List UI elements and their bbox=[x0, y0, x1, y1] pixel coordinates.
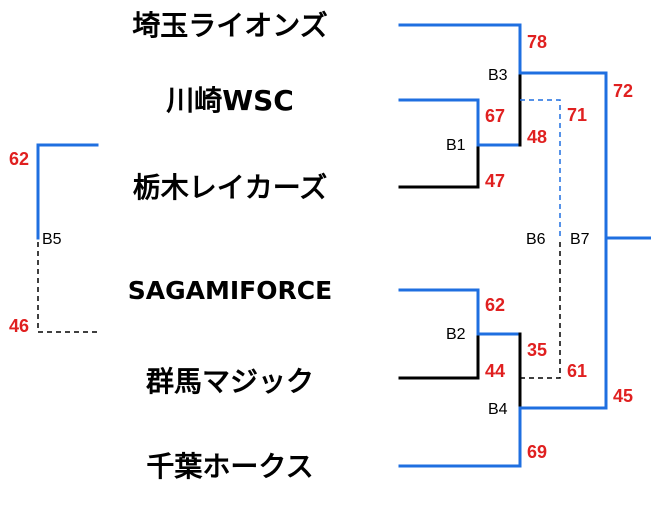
score-b3-saitama: 78 bbox=[527, 32, 548, 52]
score-b6-bottom: 61 bbox=[567, 361, 588, 381]
score-b6-top: 71 bbox=[567, 105, 588, 125]
score-b1-tochigi: 47 bbox=[485, 171, 506, 191]
node-label-b7: B7 bbox=[570, 231, 590, 249]
team-tochigi: 栃木レイカーズ bbox=[132, 171, 328, 204]
score-b1-kawasaki: 67 bbox=[485, 106, 506, 126]
b2-line-gunma bbox=[398, 332, 480, 380]
score-b2-sagami: 62 bbox=[485, 295, 506, 315]
b6-line-bottom bbox=[520, 238, 561, 379]
node-label-b5: B5 bbox=[42, 231, 62, 249]
node-label-b3: B3 bbox=[488, 67, 508, 85]
score-b5-bottom: 46 bbox=[9, 316, 30, 336]
team-saitama: 埼玉ライオンズ bbox=[132, 9, 328, 42]
b6-line-top bbox=[520, 99, 561, 238]
b1-line-tochigi bbox=[398, 143, 480, 189]
b1-line-kawasaki bbox=[398, 98, 480, 147]
b3-line-saitama bbox=[398, 23, 522, 75]
b4-line-chiba bbox=[398, 406, 522, 468]
score-b7-b3: 72 bbox=[613, 81, 634, 101]
b5-line-bottom bbox=[37, 238, 97, 333]
team-chiba: 千葉ホークス bbox=[146, 450, 314, 483]
team-gunma: 群馬マジック bbox=[145, 365, 314, 398]
b5-line-top bbox=[36, 143, 99, 240]
score-b5-top: 62 bbox=[9, 149, 30, 169]
score-b7-b4: 45 bbox=[613, 386, 634, 406]
score-b4-chiba: 69 bbox=[527, 442, 548, 462]
node-label-b6: B6 bbox=[526, 231, 546, 249]
b2-line-sagami bbox=[398, 288, 480, 336]
node-label-b1: B1 bbox=[446, 137, 466, 155]
node-label-b2: B2 bbox=[446, 326, 466, 344]
score-b3-b1: 48 bbox=[527, 127, 548, 147]
team-kawasaki: 川崎WSC bbox=[166, 84, 294, 117]
team-sagamiforce: SAGAMIFORCE bbox=[127, 276, 333, 305]
score-b4-b2: 35 bbox=[527, 340, 548, 360]
score-b2-gunma: 44 bbox=[485, 361, 506, 381]
node-label-b4: B4 bbox=[488, 401, 508, 419]
